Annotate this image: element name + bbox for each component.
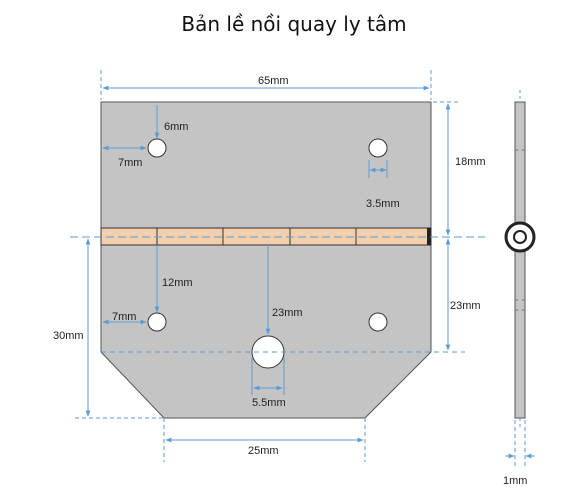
dimension-lines [70, 70, 535, 466]
pin-end [427, 228, 431, 245]
label-top-height: 18mm [455, 156, 486, 168]
label-center-to-big-hole: 23mm [272, 307, 303, 319]
label-right-height: 23mm [450, 300, 481, 312]
label-center-to-hole: 12mm [162, 277, 193, 289]
label-hole-offset-left: 7mm [118, 157, 142, 169]
label-left-height: 30mm [53, 330, 84, 342]
hole-top-right [368, 138, 388, 158]
hole-top-left [147, 138, 167, 158]
label-overall-width: 65mm [258, 75, 289, 87]
side-view-plate [514, 101, 526, 419]
label-bottom-width: 25mm [248, 445, 279, 457]
label-small-hole-diameter: 3.5mm [366, 198, 400, 210]
label-thickness: 1mm [503, 475, 527, 487]
label-bottom-hole-left: 7mm [112, 311, 136, 323]
bottom-leaf [100, 244, 432, 419]
hole-bottom-right [368, 312, 388, 332]
diagram-title: Bản lề nồi quay ly tâm [181, 12, 407, 36]
hole-bottom-left [147, 312, 167, 332]
label-big-hole-diameter: 5.5mm [252, 397, 286, 409]
top-leaf [100, 101, 432, 229]
label-hole-offset-vertical: 6mm [164, 121, 188, 133]
